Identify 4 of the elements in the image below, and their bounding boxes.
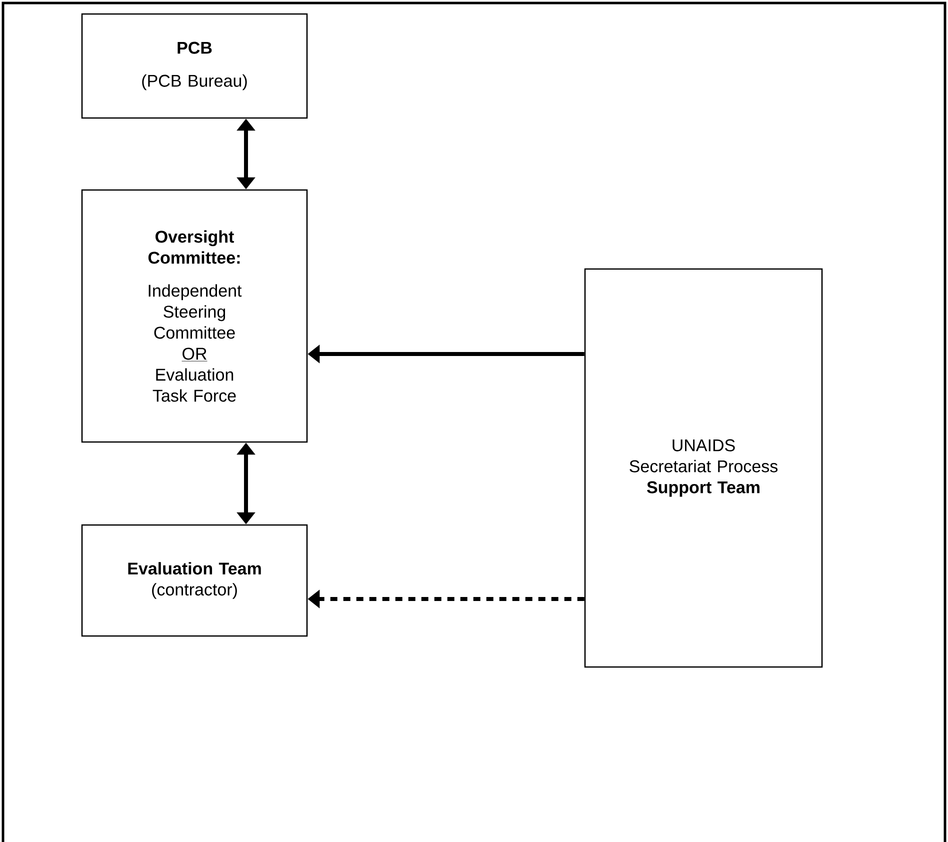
process-box: Oversight Committee: Independent Steering Committee OR Evaluation Task Force — [81, 189, 308, 443]
process-box: UNAIDS Secretariat Process Support Team — [584, 268, 823, 668]
process-box: Evaluation Team (contractor) — [81, 524, 308, 637]
process-box: PCB (PCB Bureau) — [81, 13, 308, 119]
